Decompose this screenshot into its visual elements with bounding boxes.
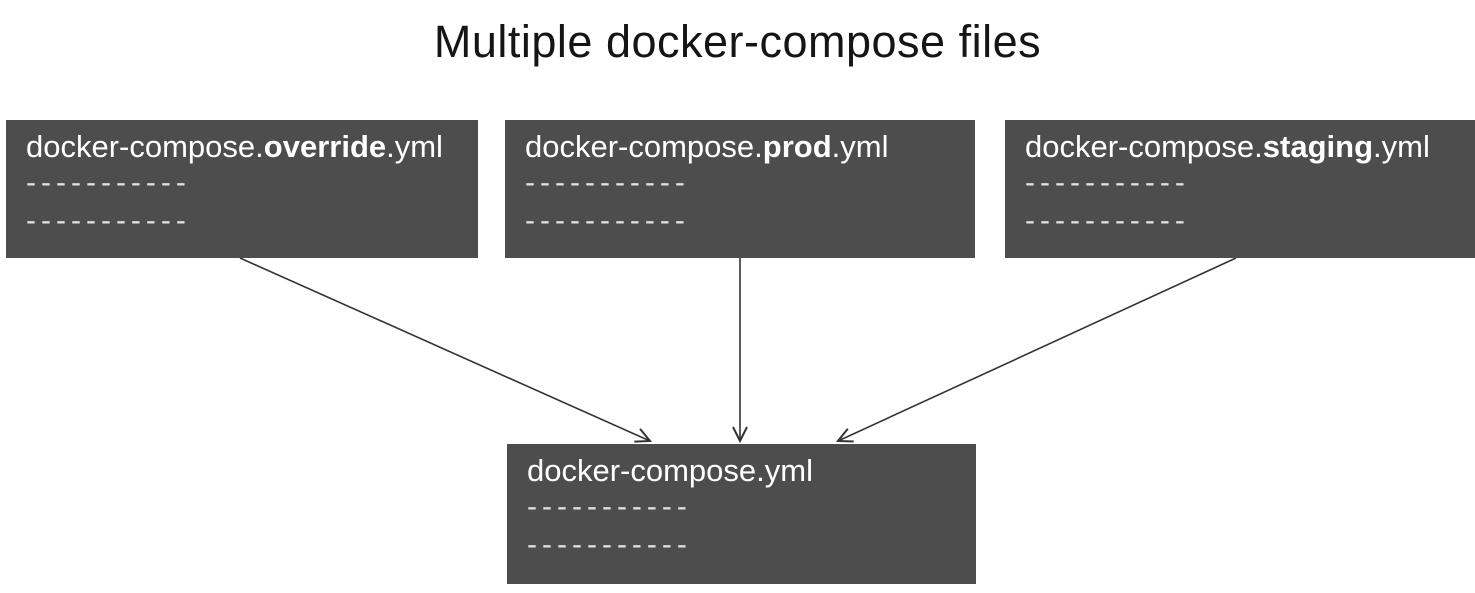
node-docker-compose-override: docker-compose.override.yml ----------- … [6, 120, 478, 258]
file-name: docker-compose.staging.yml [1025, 130, 1465, 164]
node-docker-compose-base: docker-compose.yml ----------- ---------… [507, 444, 976, 584]
file-name-prefix: docker-compose.yml [527, 453, 813, 488]
file-name-prefix: docker-compose. [26, 129, 264, 164]
file-name-emphasis: staging [1262, 129, 1374, 164]
placeholder-line: ----------- [26, 166, 191, 199]
arrow-override-to-base [239, 257, 653, 443]
file-name-suffix: .yml [386, 129, 443, 164]
placeholder-line: ----------- [1025, 204, 1190, 237]
diagram-title: Multiple docker-compose files [433, 16, 1042, 67]
placeholder-line: ----------- [1025, 166, 1190, 199]
file-name: docker-compose.override.yml [26, 130, 468, 164]
placeholder-line: ----------- [525, 166, 690, 199]
placeholder-line: ----------- [527, 490, 692, 523]
node-docker-compose-prod: docker-compose.prod.yml ----------- ----… [505, 120, 975, 258]
file-name-prefix: docker-compose. [525, 129, 763, 164]
placeholder-line: ----------- [525, 204, 690, 237]
placeholder-line: ----------- [527, 528, 692, 561]
arrow-staging-to-base [835, 257, 1237, 443]
file-name-emphasis: prod [762, 129, 832, 164]
file-name: docker-compose.yml [527, 454, 966, 488]
file-name-suffix: .yml [1373, 129, 1430, 164]
file-name-suffix: .yml [831, 129, 889, 164]
node-docker-compose-staging: docker-compose.staging.yml ----------- -… [1005, 120, 1475, 258]
file-name-emphasis: override [263, 129, 387, 164]
file-name: docker-compose.prod.yml [525, 130, 965, 164]
file-name-prefix: docker-compose. [1025, 129, 1263, 164]
placeholder-line: ----------- [26, 204, 191, 237]
